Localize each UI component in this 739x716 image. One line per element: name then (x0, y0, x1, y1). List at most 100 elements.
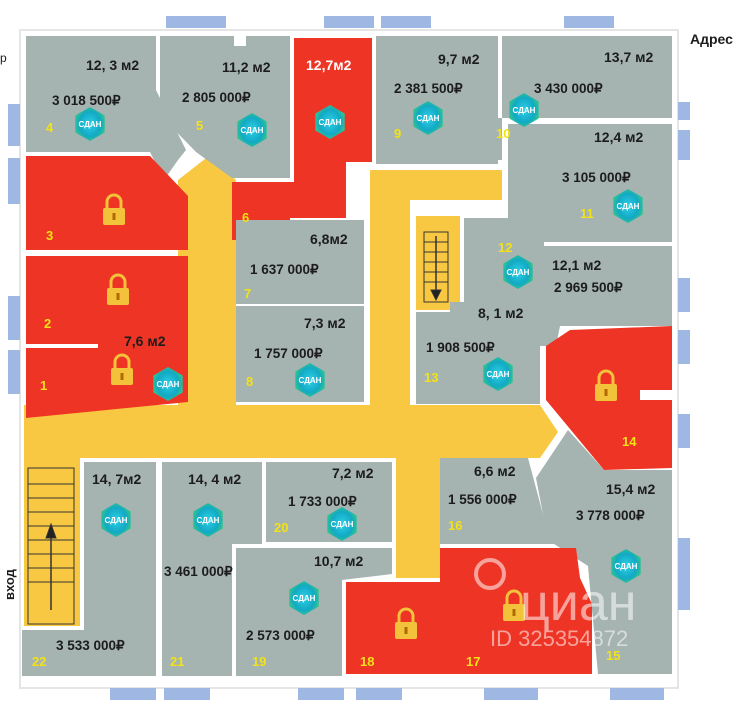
sdan-badge-5: СДАН (237, 113, 267, 147)
unit-number: 12 (498, 240, 512, 255)
unit-price: 2 381 500₽ (394, 81, 463, 96)
unit-area: 6,6 м2 (474, 463, 516, 479)
unit-area: 13,7 м2 (604, 49, 653, 65)
unit-number: 3 (46, 228, 53, 243)
hexagon-icon (153, 367, 183, 401)
unit-15-texts: 15,4 м2 3 778 000₽ 15 (576, 481, 655, 663)
hexagon-icon (413, 101, 443, 135)
unit-7-texts: 6,8м2 1 637 000₽ 7 (244, 231, 348, 301)
unit-5-texts: 11,2 м2 2 805 000₽ 5 (182, 59, 271, 133)
sdan-label: СДАН (293, 594, 316, 603)
sdan-label: СДАН (331, 520, 354, 529)
watermark-id: ID 325354872 (490, 626, 628, 651)
unit-price: 3 533 000₽ (56, 638, 125, 653)
unit-9-texts: 9,7 м2 2 381 500₽ 9 (394, 51, 480, 141)
unit-1[interactable] (26, 328, 188, 418)
hexagon-icon (613, 189, 643, 223)
unit-price: 2 805 000₽ (182, 90, 251, 105)
unit-price: 1 908 500₽ (426, 340, 495, 355)
unit-area: 7,6 м2 (124, 333, 166, 349)
hexagon-icon (509, 93, 539, 127)
unit-4[interactable] (26, 36, 186, 180)
unit-area: 12,1 м2 (552, 257, 601, 273)
lock-icon (595, 369, 617, 401)
sdan-badge-6: СДАН (315, 105, 345, 139)
unit-15[interactable] (536, 430, 672, 674)
unit-area: 11,2 м2 (222, 59, 271, 75)
address-label: Адрес (690, 31, 733, 47)
hexagon-icon (193, 503, 223, 537)
unit-2-texts: 2 (44, 316, 51, 331)
lock-icon (107, 273, 129, 305)
unit-number: 13 (424, 370, 438, 385)
sdan-label: СДАН (299, 376, 322, 385)
sdan-label: СДАН (513, 106, 536, 115)
unit-number: 17 (466, 654, 480, 669)
unit-21[interactable] (162, 462, 262, 676)
lock-icon (395, 607, 417, 639)
unit-area: 12, 3 м2 (86, 57, 139, 73)
sdan-label: СДАН (417, 114, 440, 123)
left-header-fragment: р (0, 51, 7, 65)
unit-price: 1 637 000₽ (250, 262, 319, 277)
unit-price: 3 018 500₽ (52, 93, 121, 108)
unit-area: 12,7м2 (306, 57, 352, 73)
entrance-label: вход (2, 568, 17, 600)
sdan-badge-1: СДАН (153, 367, 183, 401)
unit-area: 9,7 м2 (438, 51, 480, 67)
sdan-badge-21: СДАН (193, 503, 223, 537)
unit-number: 19 (252, 654, 266, 669)
unit-16-texts: 6,6 м2 1 556 000₽ 16 (448, 463, 517, 533)
sdan-label: СДАН (617, 202, 640, 211)
windows (8, 16, 690, 700)
unit-price: 2 969 500₽ (554, 280, 623, 295)
unit-20-texts: 7,2 м2 1 733 000₽ 20 (274, 465, 374, 535)
unit-16[interactable] (440, 458, 576, 544)
unit-area: 8, 1 м2 (478, 305, 524, 321)
unit-number: 14 (622, 434, 637, 449)
lock-icon (503, 589, 525, 621)
hexagon-icon (483, 357, 513, 391)
lock-icon (111, 353, 133, 385)
unit-11-texts: 12,4 м2 3 105 000₽ 11 (562, 129, 643, 221)
hexagon-icon (315, 105, 345, 139)
unit-price: 3 778 000₽ (576, 508, 645, 523)
unit-number: 5 (196, 118, 203, 133)
unit-number: 2 (44, 316, 51, 331)
sdan-badge-9: СДАН (413, 101, 443, 135)
unit-number: 22 (32, 654, 46, 669)
hexagon-icon (503, 255, 533, 289)
unit-price: 3 461 000₽ (164, 564, 233, 579)
unit-number: 8 (246, 374, 253, 389)
corridor (24, 155, 558, 626)
sdan-label: СДАН (507, 268, 530, 277)
unit-number: 16 (448, 518, 462, 533)
watermark-brand: циан (520, 574, 636, 632)
unit-area: 7,2 м2 (332, 465, 374, 481)
unit-price: 3 430 000₽ (534, 81, 603, 96)
unit-19-texts: 10,7 м2 2 573 000₽ 19 (246, 553, 363, 669)
unit-6[interactable] (232, 38, 372, 240)
unit-10[interactable] (462, 36, 672, 160)
unit-price: 3 105 000₽ (562, 170, 631, 185)
unit-number: 1 (40, 378, 47, 393)
unit-22-texts: 14, 7м2 3 533 000₽ 22 (32, 471, 141, 669)
unit-area: 10,7 м2 (314, 553, 363, 569)
sdan-label: СДАН (157, 380, 180, 389)
sdan-badge-4: СДАН (75, 107, 105, 141)
unit-1-texts: 7,6 м2 1 (40, 333, 166, 393)
unit-12[interactable] (464, 218, 672, 346)
unit-14-texts: 14 (622, 434, 637, 449)
unit-21-texts: 14, 4 м2 3 461 000₽ 21 (164, 471, 241, 669)
sdan-badge-15: СДАН (611, 549, 641, 583)
unit-7[interactable] (236, 220, 364, 304)
unit-19[interactable] (236, 548, 392, 676)
unit-12-texts: 12,1 м2 2 969 500₽ 12 (498, 240, 623, 295)
unit-number: 18 (360, 654, 374, 669)
unit-number: 20 (274, 520, 288, 535)
unit-17-texts: 17 (466, 654, 480, 669)
unit-area: 14, 7м2 (92, 471, 141, 487)
unit-number: 4 (46, 120, 54, 135)
unit-number: 6 (242, 210, 249, 225)
watermark: циан ID 325354872 (474, 558, 636, 651)
